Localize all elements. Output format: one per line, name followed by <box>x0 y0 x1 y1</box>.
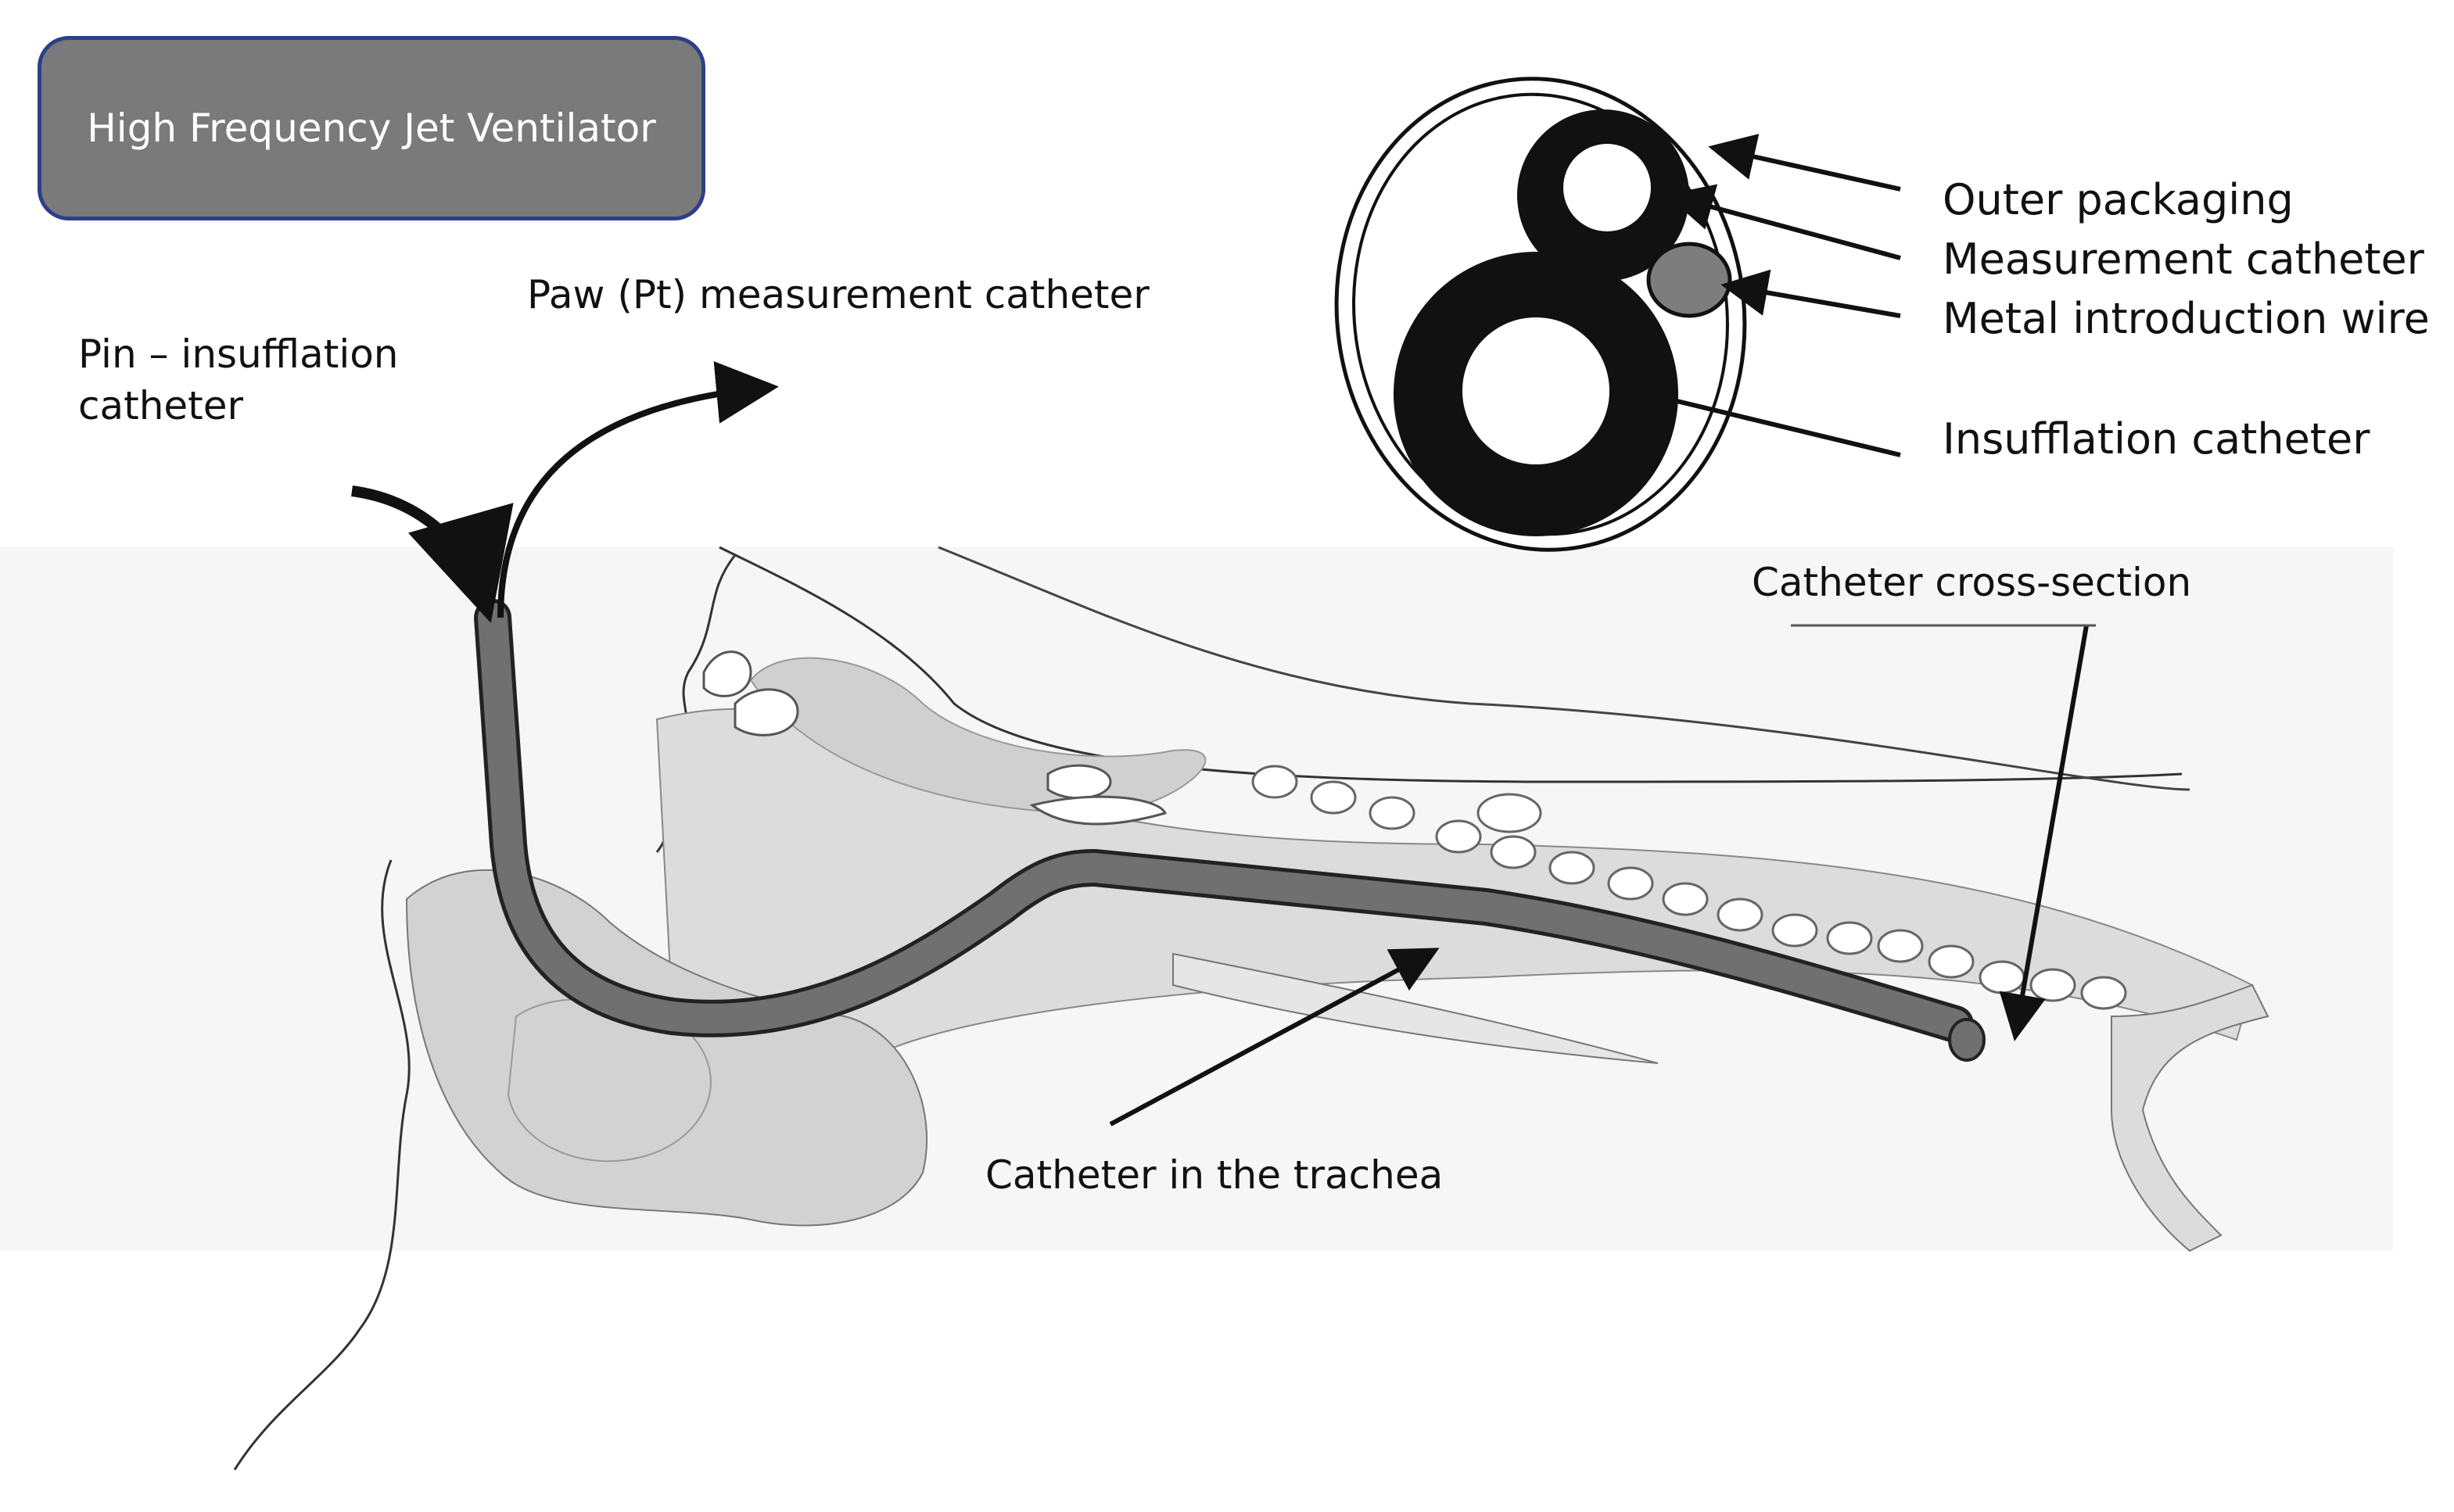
hfjv-title-box: High Frequency Jet Ventilator <box>38 36 705 220</box>
paw-catheter-label: Paw (Pt) measurement catheter <box>527 272 1150 317</box>
catheter-tip <box>1948 1018 1986 1062</box>
insufflation-catheter-lumen <box>1462 317 1609 464</box>
vertebrae <box>1251 765 2127 1010</box>
paw-arrow <box>497 361 779 618</box>
cross-section-inset <box>1334 77 1747 552</box>
pointer-insufflation-catheter <box>1673 398 1901 457</box>
pointer-outer-packaging <box>1708 134 1901 192</box>
legend-metal-wire: Metal introduction wire <box>1943 294 2430 343</box>
turbinates <box>702 650 1168 826</box>
legend-outer-packaging: Outer packaging <box>1943 175 2294 224</box>
catheter-trachea-label: Catheter in the trachea <box>985 1152 1444 1198</box>
hfjv-title: High Frequency Jet Ventilator <box>87 106 656 151</box>
legend-insufflation-catheter: Insufflation catheter <box>1943 414 2370 464</box>
jaw-outline <box>233 859 411 1471</box>
pointer-measurement-catheter <box>1666 184 1901 260</box>
catheter-tube-fill <box>478 603 1970 1039</box>
legend-measurement-catheter: Measurement catheter <box>1943 235 2424 284</box>
pin-arrow <box>351 485 514 623</box>
esophagus <box>1172 952 1659 1064</box>
cross-section-pointer <box>1999 625 2089 1041</box>
trachea-pointer <box>1109 948 1440 1127</box>
trachea-branch <box>2111 984 2269 1252</box>
measurement-catheter-lumen <box>1563 144 1651 231</box>
cross-section-label: Catheter cross-section <box>1752 560 2192 605</box>
pin-label-line1: Pin – insufflation <box>78 331 399 377</box>
metal-wire <box>1646 242 1732 318</box>
pin-label-line2: catheter <box>78 383 244 428</box>
pointer-metal-wire <box>1720 269 1901 318</box>
